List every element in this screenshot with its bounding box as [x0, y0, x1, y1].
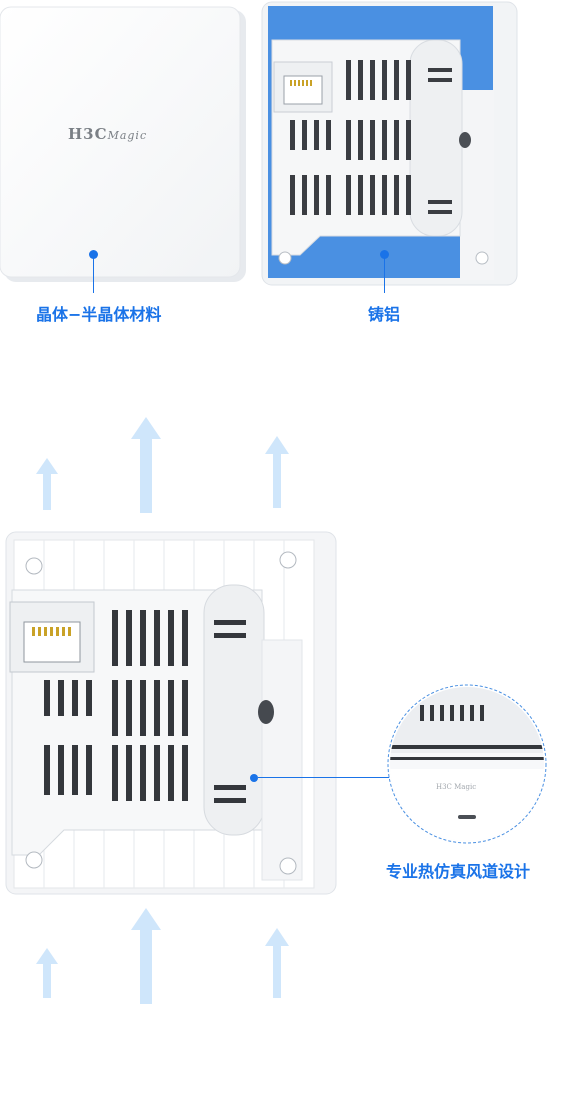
airflow-callout-line [258, 777, 390, 778]
airflow-zoom-detail [386, 683, 548, 845]
back-panel-callout-label: 铸铝 [368, 305, 401, 324]
front-panel-logo: H3CMagic [68, 125, 148, 143]
back-panel-callout-dot [380, 250, 389, 259]
front-panel-image [0, 0, 250, 290]
airflow-callout-dot [250, 774, 258, 782]
airflow-zoom-logo: H3C Magic [436, 783, 477, 791]
airflow-arrow-large-top [131, 417, 161, 517]
airflow-arrow-mid-right-top [265, 436, 289, 512]
back-panel-callout-line [384, 255, 385, 293]
front-panel-callout-label: 晶体−半晶体材料 [36, 305, 162, 324]
airflow-arrow-small-left-top [36, 458, 58, 514]
airflow-arrow-mid-right-bottom [265, 928, 289, 1002]
airflow-callout-label: 专业热仿真风道设计 [386, 862, 531, 881]
airflow-arrow-large-bottom [131, 908, 161, 1008]
front-panel-callout-dot [89, 250, 98, 259]
front-panel-callout-line [93, 255, 94, 293]
airflow-arrow-small-left-bottom [36, 948, 58, 1002]
back-panel-image [260, 0, 520, 292]
large-back-view-image [4, 530, 339, 898]
